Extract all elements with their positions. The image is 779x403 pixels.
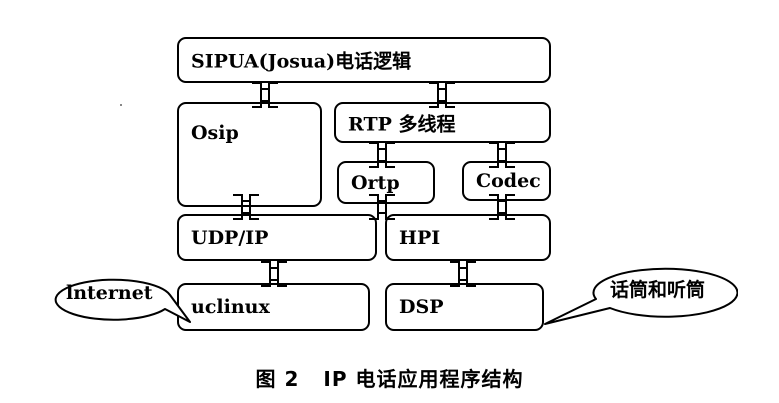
figure-number: 图 2	[255, 367, 300, 391]
connector-sipua-osip	[252, 82, 278, 108]
connector-codec-hpi	[489, 194, 515, 220]
figure-caption: 图 2 IP 电话应用程序结构	[0, 363, 779, 392]
box-rtp: RTP 多线程	[334, 102, 551, 143]
scan-speck	[120, 104, 122, 106]
box-ortp-label: Ortp	[351, 171, 400, 194]
box-sipua: SIPUA(Josua)电话逻辑	[177, 37, 551, 83]
box-sipua-label: SIPUA(Josua)电话逻辑	[191, 50, 412, 73]
connector-osip-udpip	[233, 194, 259, 220]
callout-handset: 话筒和听筒	[538, 262, 738, 334]
figure-title: IP 电话应用程序结构	[323, 367, 524, 391]
callout-internet-shape	[54, 278, 191, 323]
box-hpi-label: HPI	[399, 226, 441, 249]
box-rtp-label: RTP 多线程	[348, 113, 456, 135]
box-uclinux: uclinux	[177, 283, 370, 331]
box-dsp: DSP	[385, 283, 544, 331]
callout-internet-label: lnternet	[66, 282, 153, 304]
connector-hpi-dsp	[450, 261, 476, 287]
box-osip: Osip	[177, 102, 322, 207]
callout-internet: lnternet	[44, 270, 194, 330]
box-osip-label: Osip	[191, 122, 239, 144]
connector-udpip-uclinux	[261, 261, 287, 287]
connector-rtp-ortp	[369, 142, 395, 168]
callout-handset-shape	[544, 267, 738, 325]
connector-rtp-codec	[489, 142, 515, 168]
box-uclinux-label: uclinux	[191, 296, 270, 318]
connector-ortp-hpi	[369, 194, 395, 220]
box-udpip: UDP/IP	[177, 214, 377, 261]
box-codec-label: Codec	[476, 170, 541, 192]
callout-handset-label: 话筒和听筒	[610, 279, 706, 301]
box-udpip-label: UDP/IP	[191, 226, 269, 249]
box-hpi: HPI	[385, 214, 551, 261]
box-dsp-label: DSP	[399, 296, 444, 318]
connector-sipua-rtp	[429, 82, 455, 108]
